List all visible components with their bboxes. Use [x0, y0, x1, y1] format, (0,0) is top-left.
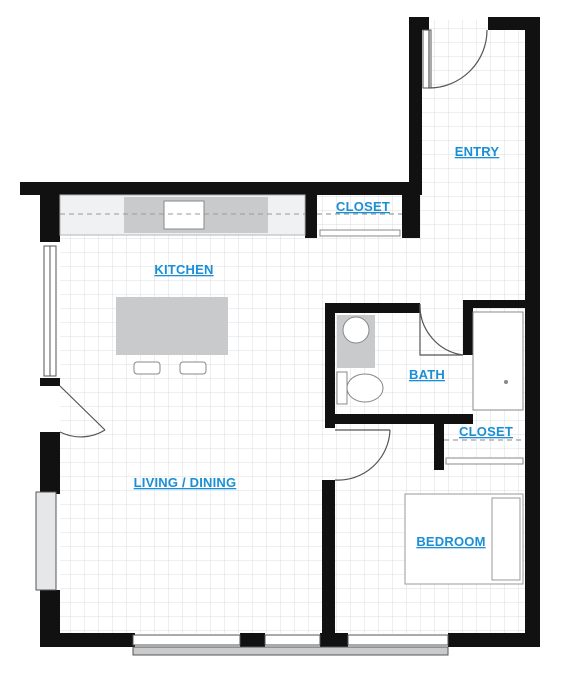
- room-label-entry: ENTRY: [455, 144, 500, 159]
- kitchen-island: [116, 297, 228, 355]
- room-label-bath: BATH: [409, 367, 445, 382]
- bath-fixtures: [336, 311, 524, 411]
- stool-icon: [179, 361, 207, 375]
- bathtub-icon: [472, 311, 524, 411]
- windows: [35, 29, 449, 656]
- doors: [59, 29, 488, 481]
- basin-icon: [342, 316, 370, 344]
- toilet-bowl-icon: [346, 373, 384, 403]
- walls: [20, 17, 540, 647]
- room-label-living-dining: LIVING / DINING: [134, 475, 237, 490]
- room-label-closet-bedroom: CLOSET: [459, 424, 513, 439]
- floor-grid: [60, 20, 526, 633]
- closet-fixtures: [317, 213, 525, 465]
- kitchen-fixtures: [59, 194, 306, 375]
- room-label-bedroom: BEDROOM: [416, 534, 485, 549]
- sink-icon: [163, 200, 205, 230]
- stool-icon: [133, 361, 161, 375]
- room-labels: ENTRY CLOSET KITCHEN BATH CLOSET LIVING …: [134, 144, 513, 549]
- room-label-closet-top: CLOSET: [336, 199, 390, 214]
- toilet-tank-icon: [336, 371, 348, 405]
- room-label-kitchen: KITCHEN: [154, 262, 213, 277]
- bed: [404, 493, 524, 585]
